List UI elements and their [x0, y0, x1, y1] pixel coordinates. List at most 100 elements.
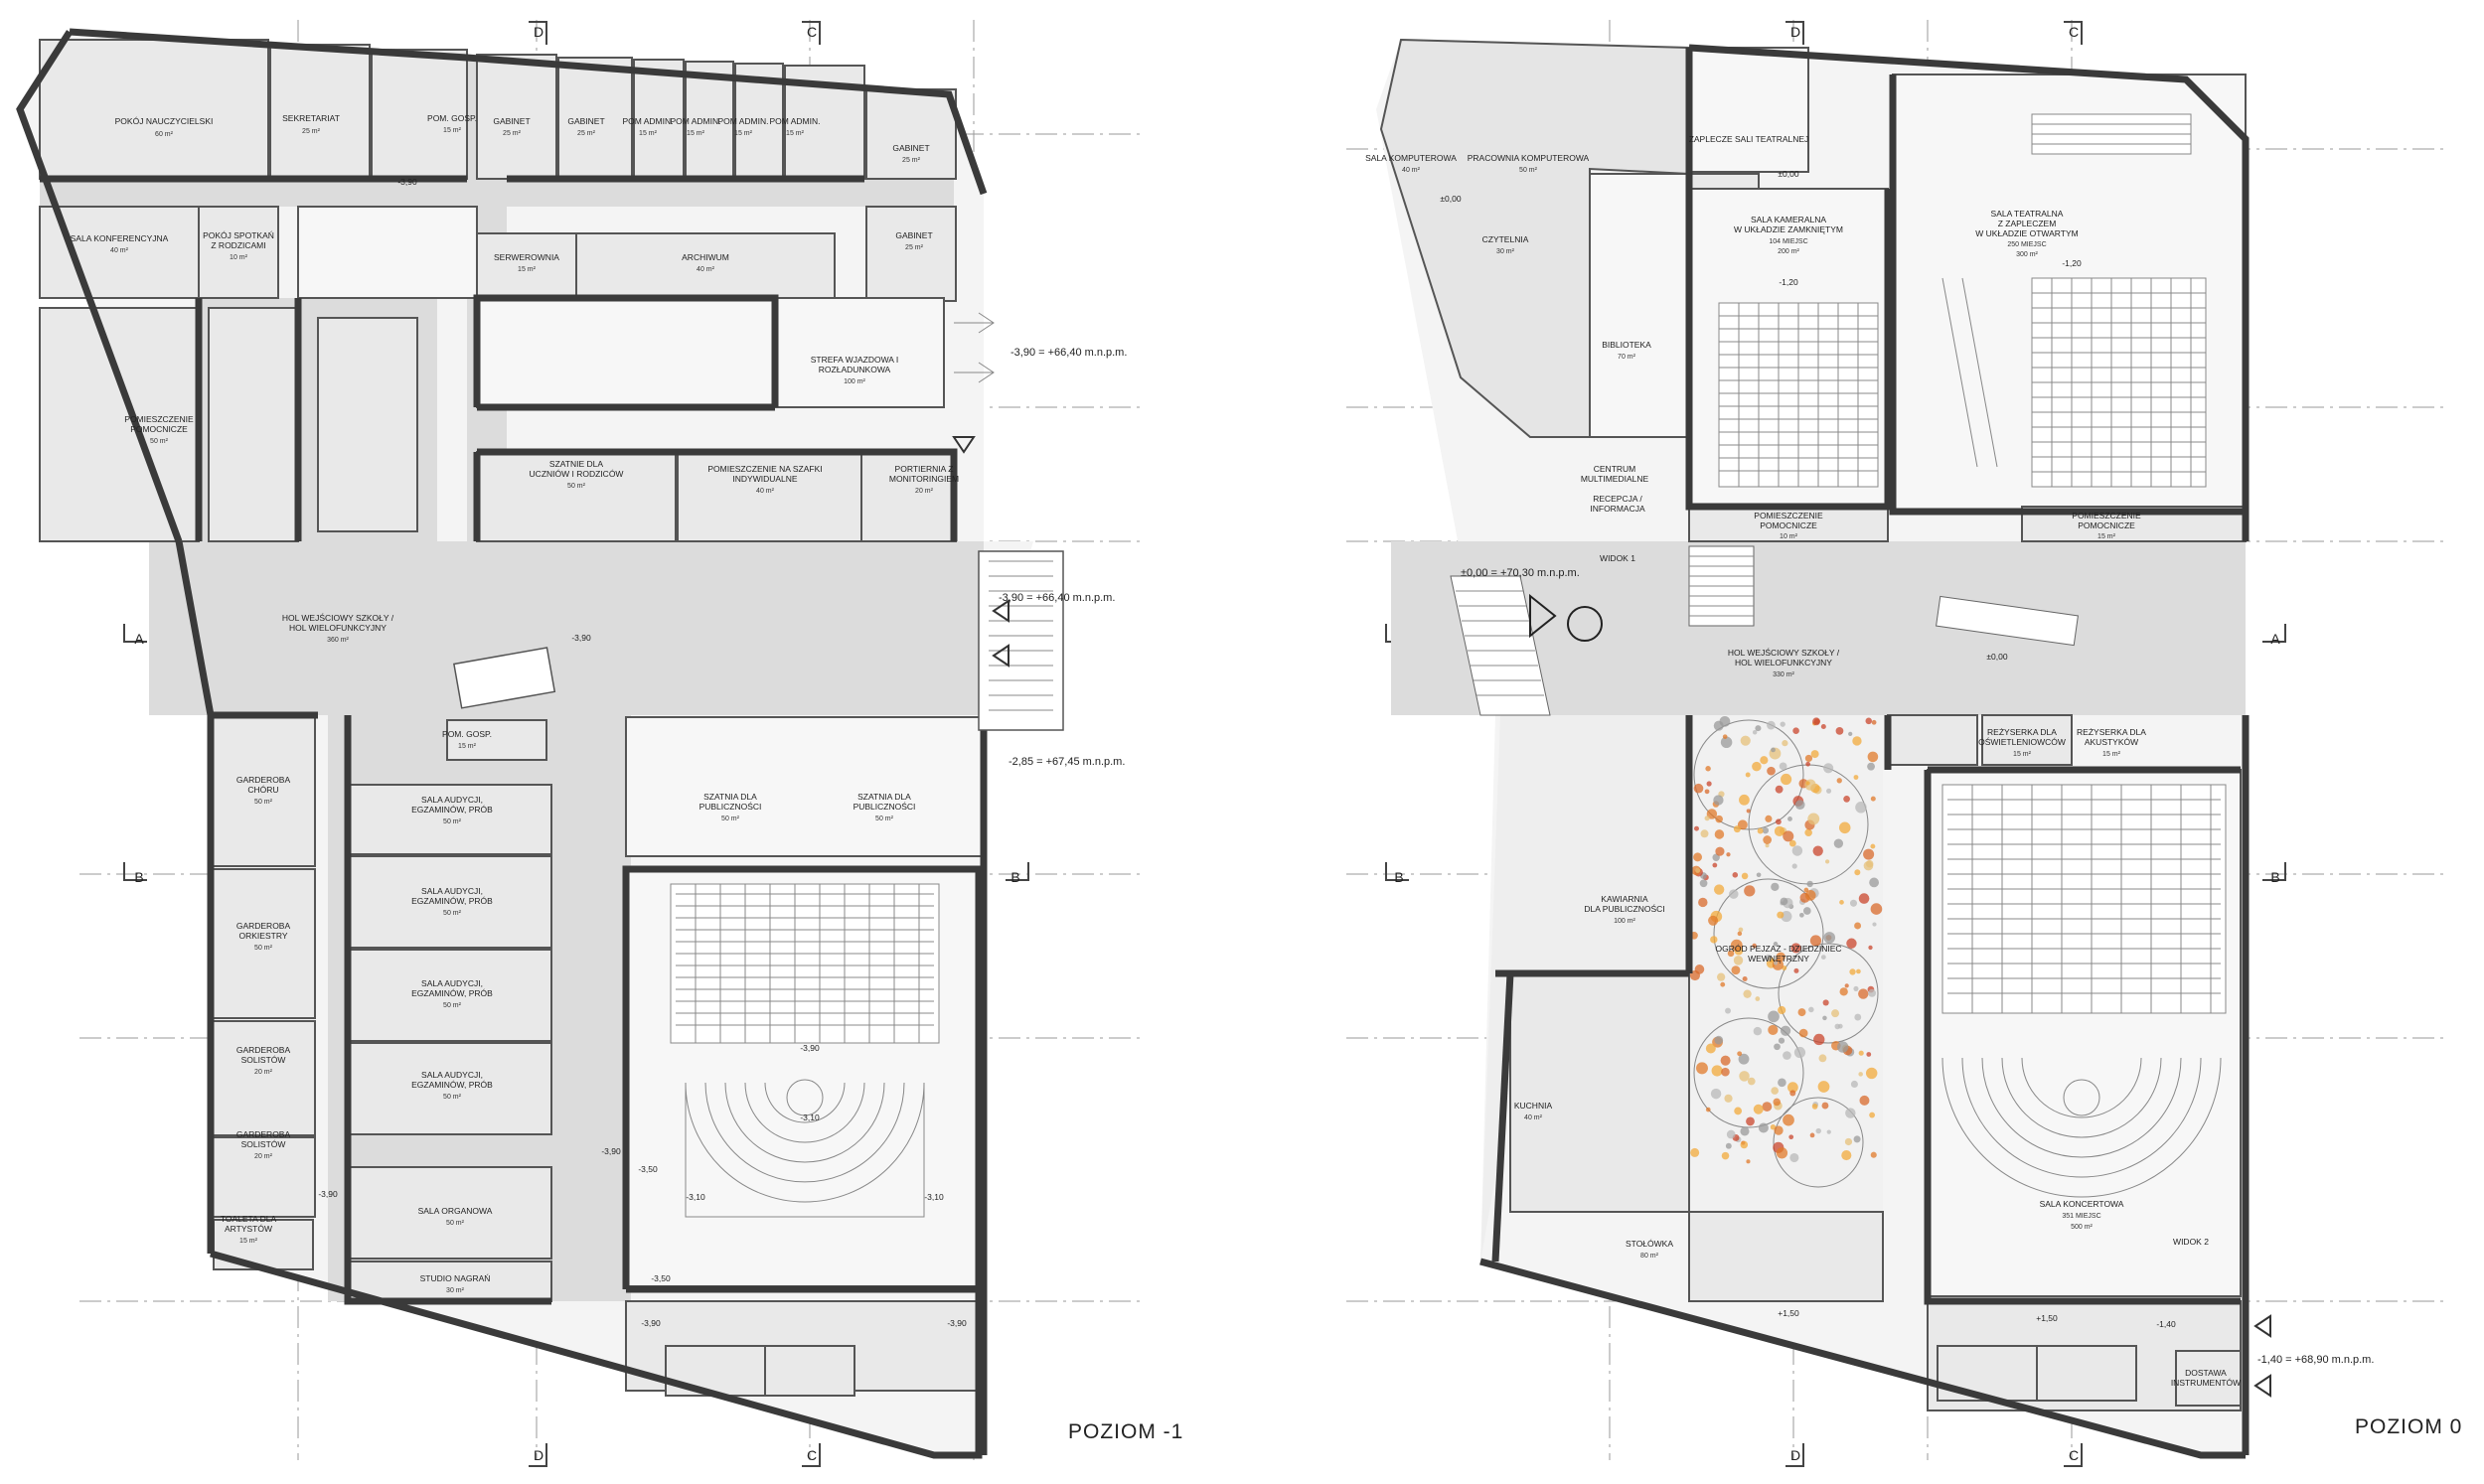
svg-text:SZATNIE DLA: SZATNIE DLA: [549, 459, 603, 469]
svg-text:EGZAMINÓW, PRÓB: EGZAMINÓW, PRÓB: [411, 896, 493, 906]
section-c-top: C: [807, 24, 817, 40]
leaf: [1705, 1107, 1711, 1113]
leaf: [1695, 867, 1701, 873]
leaf: [1776, 818, 1782, 825]
leaf: [1780, 721, 1785, 727]
svg-text:HOL WIELOFUNKCYJNY: HOL WIELOFUNKCYJNY: [289, 623, 387, 633]
leaf: [1826, 1129, 1831, 1134]
leaf: [1778, 1005, 1786, 1015]
leaf: [1865, 1067, 1878, 1080]
svg-text:POKÓJ SPOTKAŃ: POKÓJ SPOTKAŃ: [203, 230, 274, 240]
leaf: [1713, 884, 1725, 895]
leaf: [1740, 735, 1751, 746]
svg-text:-1,20: -1,20: [2062, 258, 2082, 268]
leaf: [1854, 1013, 1862, 1021]
leaf: [1854, 869, 1861, 876]
leaf: [1786, 1082, 1798, 1094]
svg-text:-1,40: -1,40: [2156, 1319, 2176, 1329]
svg-text:40 m²: 40 m²: [110, 247, 129, 254]
leaf: [1868, 988, 1877, 997]
leaf: [1690, 1147, 1700, 1157]
leaf: [1721, 1151, 1730, 1160]
leaf: [1755, 725, 1762, 732]
svg-text:-3,50: -3,50: [638, 1164, 658, 1174]
svg-text:MULTIMEDIALNE: MULTIMEDIALNE: [1581, 474, 1649, 484]
leaf: [1853, 1135, 1861, 1143]
svg-text:POM ADMIN.: POM ADMIN.: [622, 116, 673, 126]
leaf: [1820, 723, 1826, 730]
svg-text:GABINET: GABINET: [567, 116, 604, 126]
svg-text:SALA KONCERTOWA: SALA KONCERTOWA: [2040, 1199, 2124, 1209]
leaf: [1777, 911, 1785, 919]
leaf: [1779, 762, 1787, 771]
leaf: [1833, 838, 1844, 848]
leaf: [1809, 1132, 1815, 1138]
leaf: [1871, 719, 1877, 725]
svg-text:±0,00: ±0,00: [1440, 194, 1461, 204]
svg-text:SZATNIA DLA: SZATNIA DLA: [857, 792, 911, 802]
leaf: [1773, 942, 1779, 947]
svg-text:-3,90: -3,90: [397, 177, 417, 187]
leaf: [1789, 1152, 1799, 1163]
leaf: [1726, 852, 1731, 857]
svg-text:50 m²: 50 m²: [1519, 167, 1538, 174]
leaf: [1807, 813, 1820, 825]
svg-text:POM. GOSP.: POM. GOSP.: [427, 113, 477, 123]
leaf: [1737, 1051, 1743, 1057]
leaf: [1773, 1098, 1781, 1107]
leaf: [1870, 1151, 1877, 1158]
svg-text:SALA TEATRALNA: SALA TEATRALNA: [1991, 209, 2064, 219]
svg-text:40 m²: 40 m²: [1524, 1114, 1543, 1121]
svg-text:POMIESZCZENIE: POMIESZCZENIE: [1754, 511, 1823, 520]
leaf: [1867, 751, 1879, 763]
leaf: [1831, 1009, 1840, 1018]
leaf: [1780, 1025, 1791, 1036]
svg-text:±0,00: ±0,00: [1778, 169, 1798, 179]
section-d-top-r: D: [1790, 24, 1800, 40]
leaf: [1863, 860, 1874, 871]
svg-text:100 m²: 100 m²: [1614, 918, 1635, 925]
labels-level-minus1: POKÓJ NAUCZYCIELSKI 60 m² SEKRETARIAT 25…: [71, 113, 1128, 1328]
leaf: [1720, 981, 1726, 987]
leaf: [1781, 911, 1792, 923]
leaf: [1866, 1052, 1872, 1057]
svg-text:-3,90: -3,90: [571, 633, 591, 643]
svg-text:15 m²: 15 m²: [2097, 533, 2116, 540]
seats-kameralna: [1718, 302, 1879, 488]
leaf: [1714, 1035, 1724, 1045]
leaf: [1870, 903, 1883, 915]
leaf: [1870, 796, 1876, 802]
leaf: [1804, 890, 1816, 901]
leaf: [1789, 1090, 1796, 1097]
leaf: [1696, 1062, 1708, 1075]
title-level-minus1: POZIOM -1: [1068, 1420, 1183, 1443]
label-hol-minus1: HOL WEJŚCIOWY SZKOŁY /: [282, 612, 394, 623]
leaf: [1767, 766, 1776, 776]
leaf: [1706, 809, 1718, 819]
leaf: [1804, 754, 1813, 763]
svg-text:15 m²: 15 m²: [518, 266, 537, 273]
leaf: [1752, 943, 1757, 949]
room-garderoba-choru: [210, 716, 316, 867]
svg-text:25 m²: 25 m²: [905, 244, 924, 251]
leaf: [1865, 717, 1873, 725]
leaf: [1734, 1107, 1743, 1115]
leaf: [1783, 1113, 1794, 1126]
leaf: [1805, 781, 1810, 786]
level-note-l1: -3,90 = +66,40 m.n.p.m.: [1010, 347, 1127, 359]
leaf: [1739, 794, 1750, 806]
concert-seats-left: [670, 883, 940, 1218]
svg-text:ARTYSTÓW: ARTYSTÓW: [225, 1224, 272, 1234]
svg-text:50 m²: 50 m²: [443, 910, 462, 917]
leaf: [1715, 815, 1723, 823]
svg-text:CENTRUM: CENTRUM: [1594, 464, 1636, 474]
leaf: [1811, 1104, 1818, 1110]
leaf: [1693, 825, 1699, 831]
svg-text:SOLISTÓW: SOLISTÓW: [241, 1139, 286, 1149]
svg-text:SZATNIA DLA: SZATNIA DLA: [703, 792, 757, 802]
svg-text:25 m²: 25 m²: [503, 130, 522, 137]
leaf: [1780, 897, 1788, 906]
svg-text:330 m²: 330 m²: [1773, 671, 1794, 678]
leaf: [1704, 816, 1710, 821]
leaf: [1739, 1071, 1750, 1082]
